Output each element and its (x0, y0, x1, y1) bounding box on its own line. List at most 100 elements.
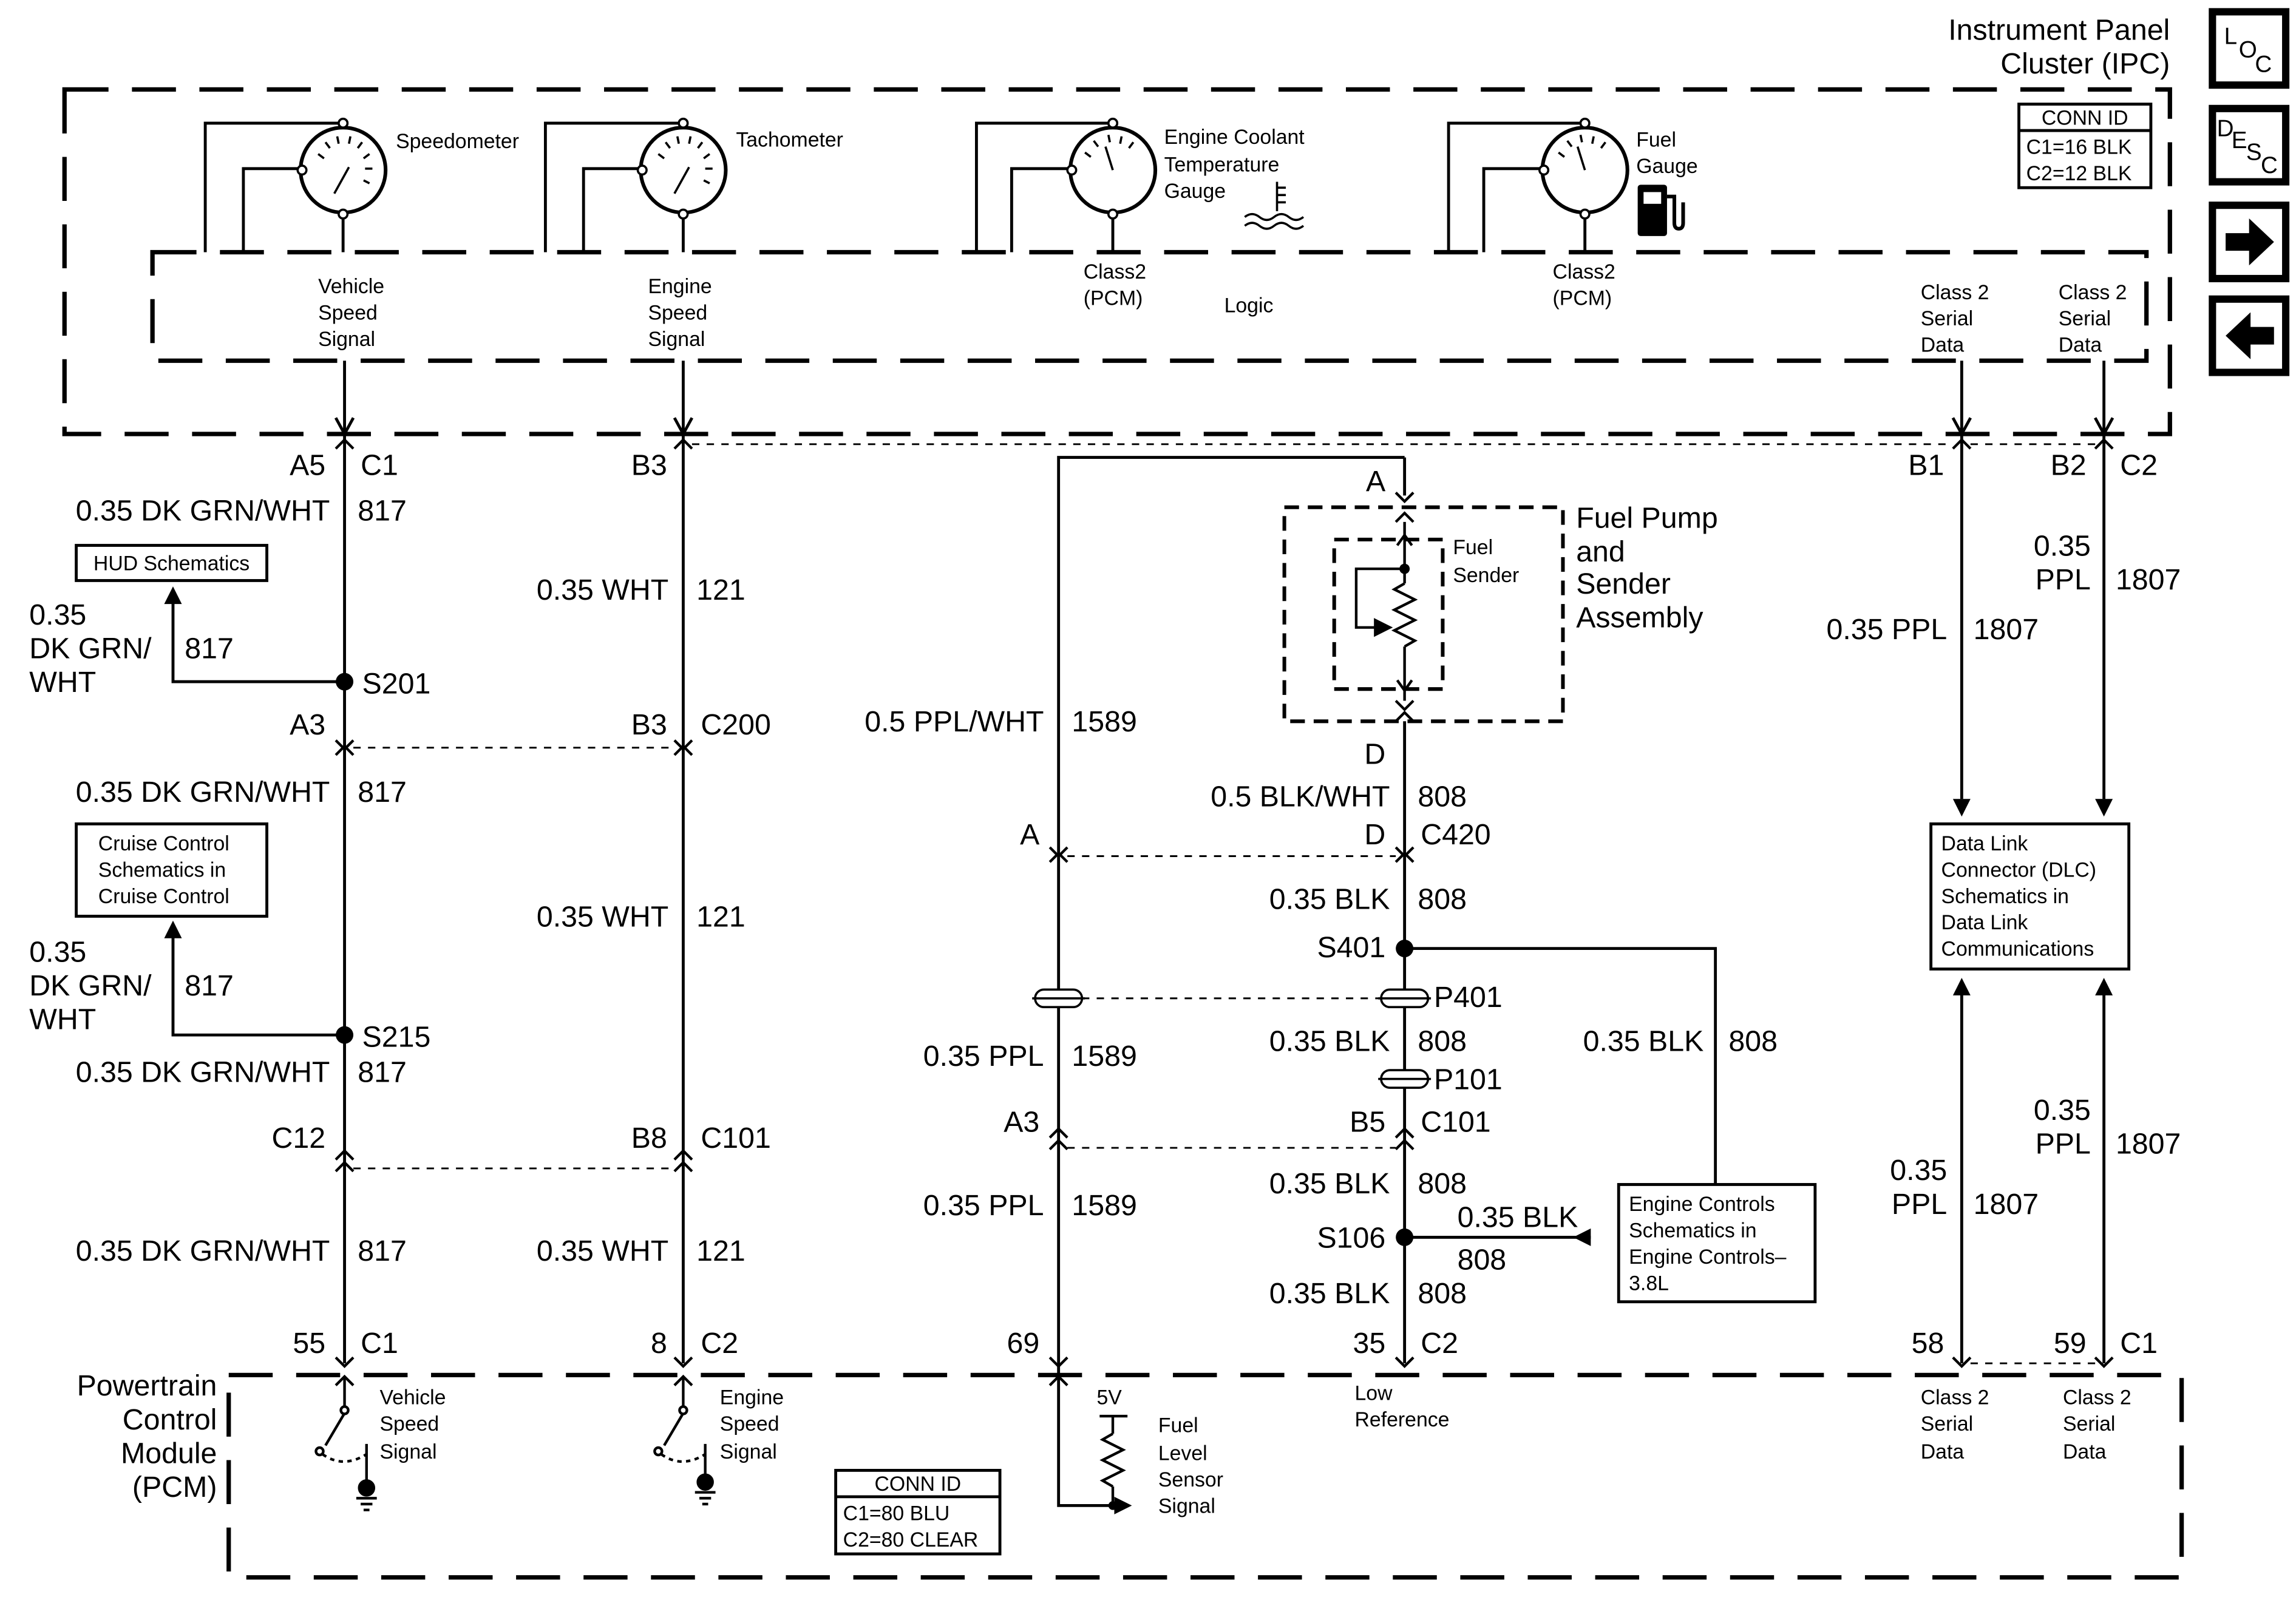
ipc-outline (62, 87, 2172, 436)
pcm-serial-1-a: Class 2 (1921, 1386, 1989, 1409)
coolant-gauge (975, 117, 1305, 253)
wire-808-s401-branch (1404, 947, 1717, 1185)
pcm-fuel-1: Fuel (1158, 1414, 1198, 1437)
conn-id-pcm-title: CONN ID (874, 1473, 961, 1496)
wire-808-a-color: 0.5 BLK/WHT (1211, 780, 1390, 813)
connector-c101-mid: C101 (1421, 1106, 1490, 1139)
pin-a3-left: A3 (290, 708, 325, 741)
pin-c2-top: C2 (2120, 449, 2158, 482)
pcm-ess-3: Signal (720, 1440, 777, 1463)
connector-c101-left: C101 (701, 1122, 770, 1154)
pcm-fuel-3: Sensor (1158, 1468, 1223, 1491)
wire-808-b-color: 0.35 BLK (1269, 883, 1390, 915)
engine-controls-link[interactable]: Engine Controls Schematics in Engine Con… (1617, 1183, 1817, 1304)
ipc-ess-1: Engine (648, 275, 712, 298)
pcm-title-4: (PCM) (132, 1471, 217, 1503)
loc-button[interactable]: L O C (2209, 8, 2290, 89)
ipc-logic-outline (150, 249, 2149, 363)
pcm-serial-1-c: Data (1921, 1440, 1965, 1463)
coolant-label-2: Temperature (1164, 154, 1280, 177)
pcm-5v: 5V (1096, 1386, 1122, 1409)
wire-1589-a-color: 0.5 PPL/WHT (864, 705, 1044, 738)
pcm-serial-2-b: Serial (2063, 1412, 2115, 1436)
pin-a3-mid: A3 (1004, 1106, 1039, 1139)
pin-8-conn: C2 (701, 1327, 738, 1360)
wire-1589 (1057, 456, 1405, 1507)
wire-1589-b-color: 0.35 PPL (923, 1040, 1044, 1073)
pin-a-top: A (1366, 465, 1386, 498)
tachometer-label: Tachometer (736, 129, 843, 152)
conn-id-pcm-c2: C2=80 CLEAR (843, 1528, 979, 1551)
wire-817-d-num: 817 (358, 1235, 407, 1267)
wire-808-d-num: 808 (1418, 1167, 1467, 1200)
splice-s215 (336, 1026, 354, 1044)
wire-1589-b-num: 1589 (1072, 1040, 1136, 1073)
ipc-serial-data-2-b: Serial (2059, 307, 2111, 330)
speedometer-label: Speedometer (396, 130, 519, 153)
dlc-schematics-link[interactable]: Data Link Connector (DLC) Schematics in … (1929, 822, 2131, 971)
ipc-class2-a-2: (PCM) (1084, 286, 1143, 310)
tachometer-gauge (543, 117, 728, 253)
pcm-ess-switch (653, 1376, 716, 1506)
pin-b3-mid: B3 (631, 708, 667, 741)
cruise-branch-3: WHT (29, 1003, 96, 1036)
ipc-vss-3: Signal (318, 328, 375, 351)
fuel-pump-title-3: Sender (1576, 568, 1671, 600)
ecm-ref-1: Engine Controls (1629, 1193, 1775, 1216)
pin-d-top: D (1364, 737, 1385, 770)
wire-808-s401-num: 808 (1728, 1025, 1778, 1058)
wire-1589-c-color: 0.35 PPL (923, 1189, 1044, 1222)
fuel-sender-outline (1332, 537, 1445, 691)
ipc-class2-b-2: (PCM) (1553, 286, 1612, 310)
splice-s201 (336, 673, 354, 691)
hud-branch-1: 0.35 (29, 598, 86, 631)
dlc-ref-5: Communications (1941, 938, 2094, 961)
wire-808-s106-num: 808 (1458, 1244, 1507, 1276)
ipc-class2-b-1: Class2 (1553, 260, 1615, 283)
ipc-serial-data-2-a: Class 2 (2059, 281, 2127, 304)
fuel-gauge-label-2: Gauge (1636, 155, 1697, 178)
pin-b5: B5 (1350, 1106, 1385, 1139)
pass-through-p401 (1032, 988, 1432, 1009)
hud-branch-2: DK GRN/ (29, 632, 152, 665)
wire-1807-c-color-2: PPL (1892, 1188, 1947, 1221)
wire-121-c-color: 0.35 WHT (537, 1235, 668, 1267)
wire-817-cruise-branch (171, 935, 345, 1037)
dlc-ref-2: Connector (DLC) (1941, 858, 2096, 881)
label-s201: S201 (362, 667, 431, 700)
wire-1807-d-num: 1807 (2116, 1128, 2181, 1161)
ipc-title-line1: Instrument Panel (1948, 13, 2170, 46)
pin-55: 55 (293, 1327, 325, 1360)
pcm-title-2: Control (123, 1403, 217, 1436)
pcm-vss-2: Speed (380, 1412, 440, 1436)
label-p101: P101 (1434, 1063, 1503, 1096)
fuel-sender-resistor (1354, 521, 1418, 701)
coolant-temp-icon (1244, 181, 1305, 230)
fuel-gauge-label-1: Fuel (1636, 129, 1676, 152)
hud-schematics-link[interactable]: HUD Schematics (75, 544, 268, 582)
prev-button[interactable] (2209, 295, 2290, 376)
fuel-pump-assembly-outline (1282, 505, 1565, 724)
wire-817-c-num: 817 (358, 1056, 407, 1088)
cruise-control-link[interactable]: Cruise Control Schematics in Cruise Cont… (75, 822, 268, 918)
ipc-logic: Logic (1224, 294, 1274, 317)
connector-c420: C420 (1421, 818, 1490, 851)
next-button[interactable] (2209, 202, 2290, 282)
wire-1807-c-color-1: 0.35 (1890, 1154, 1947, 1187)
dlc-ref-1: Data Link (1941, 832, 2028, 855)
pcm-fuel-2: Level (1158, 1442, 1207, 1465)
pin-b2: B2 (2051, 449, 2087, 482)
ipc-ess-3: Signal (648, 328, 705, 351)
pcm-lowref-2: Reference (1355, 1408, 1450, 1431)
loc-c: C (2255, 51, 2272, 77)
pcm-vss-1: Vehicle (380, 1386, 446, 1409)
pcm-outline (226, 1372, 2184, 1580)
cruise-branch-num: 817 (185, 969, 234, 1002)
wire-808-b-num: 808 (1418, 883, 1467, 915)
label-s401: S401 (1317, 931, 1385, 964)
desc-c: C (2261, 152, 2278, 178)
pin-35-conn: C2 (1421, 1327, 1458, 1360)
desc-button[interactable]: D E S C (2209, 104, 2290, 186)
pcm-lowref-1: Low (1355, 1381, 1393, 1405)
conn-id-pcm: CONN ID C1=80 BLU C2=80 CLEAR (834, 1468, 1002, 1556)
